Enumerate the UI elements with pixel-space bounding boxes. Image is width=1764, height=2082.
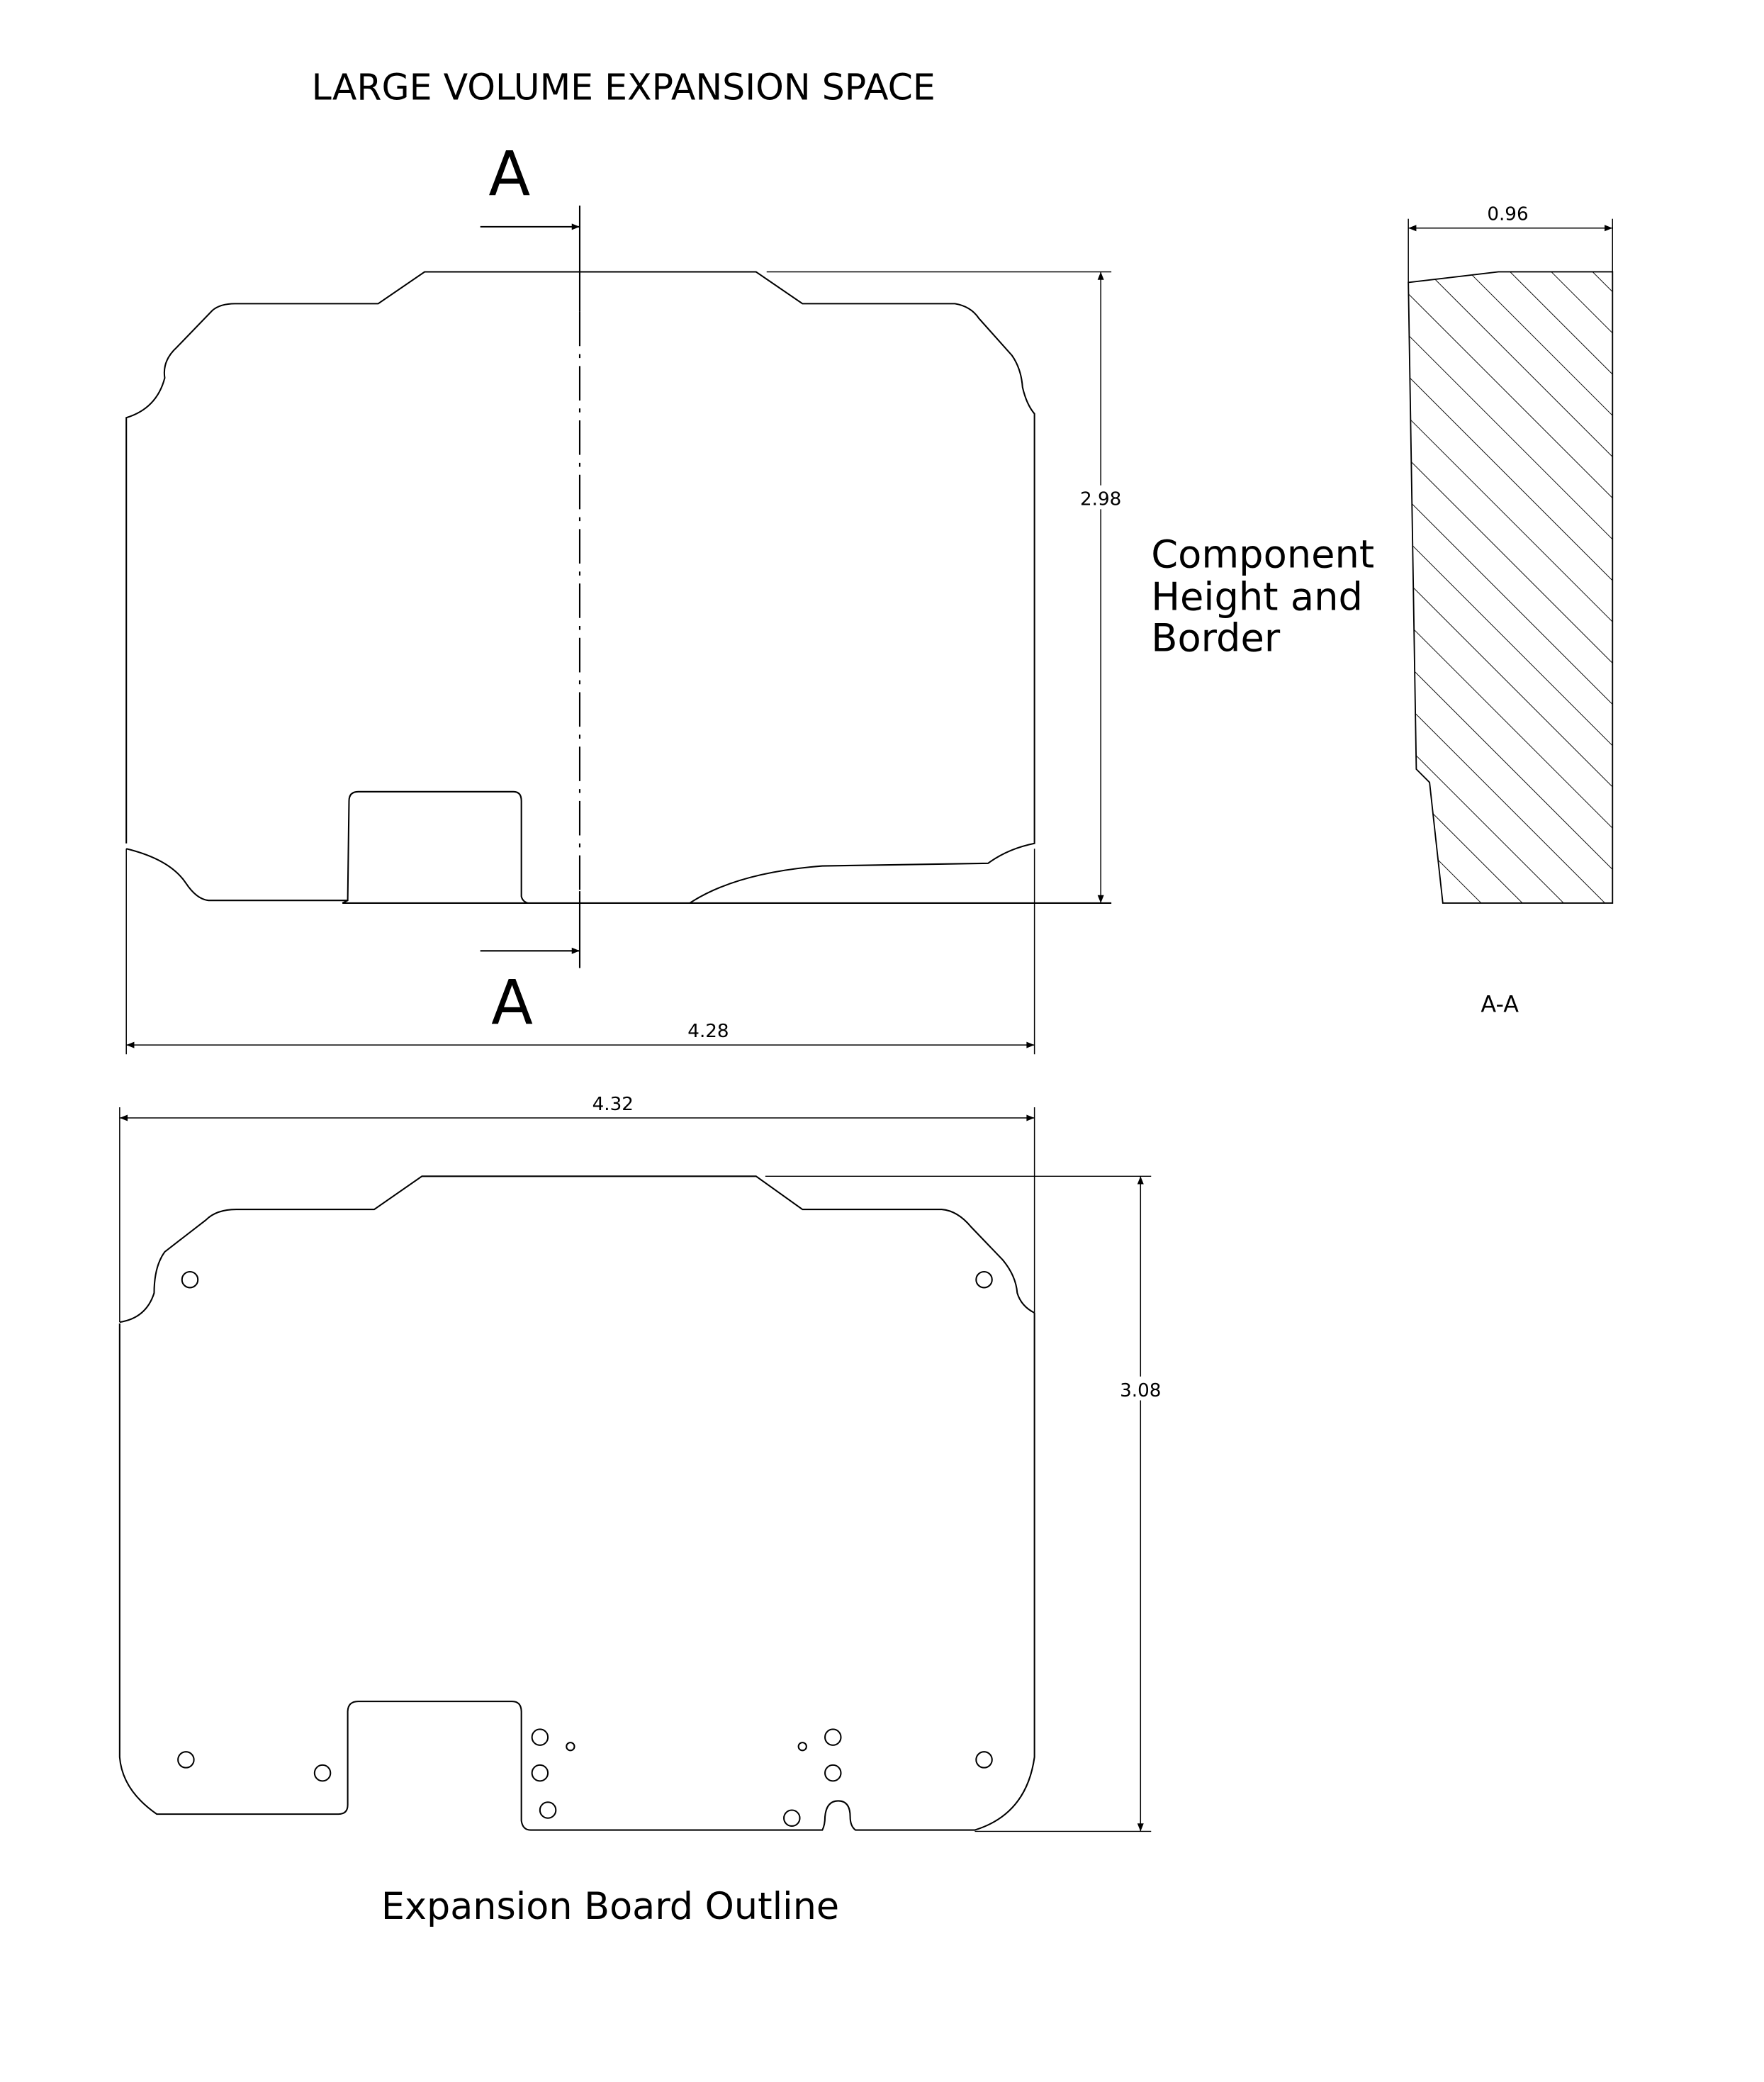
hole <box>539 1801 557 1819</box>
drawing-title: LARGE VOLUME EXPANSION SPACE <box>312 66 936 108</box>
hole <box>824 1764 842 1782</box>
connector-cutout <box>342 790 529 904</box>
hole <box>313 1764 332 1782</box>
hole <box>177 1751 195 1769</box>
component-note: Component Height and Border <box>1151 532 1374 661</box>
hole <box>783 1809 801 1827</box>
height-dimension-label: 2.98 <box>1080 489 1121 510</box>
height-dimension-board: 3.08 <box>1113 1176 1167 1832</box>
mounting-holes <box>177 1270 993 1827</box>
section-label-top: A <box>488 139 530 210</box>
width-dimension-top: 4.28 <box>125 849 1035 1055</box>
expansion-space-outline <box>125 271 1112 904</box>
section-label-bottom: A <box>491 968 533 1039</box>
hole <box>975 1270 993 1289</box>
component-note-line-1: Component <box>1151 532 1374 577</box>
hatched-section <box>1408 271 1614 904</box>
width-dimension-label: 4.28 <box>687 1021 729 1042</box>
section-line-a: A A <box>480 139 581 1039</box>
section-view-label: A-A <box>1481 991 1519 1017</box>
hole-small <box>797 1742 807 1752</box>
hole <box>975 1751 993 1769</box>
section-view-a-a: 0.96 A-A <box>1408 204 1614 1017</box>
board-height-label: 3.08 <box>1120 1380 1161 1401</box>
board-outline <box>118 1175 1152 1832</box>
section-width-label: 0.96 <box>1487 204 1528 225</box>
component-note-line-3: Border <box>1151 616 1281 661</box>
board-width-label: 4.32 <box>592 1094 634 1115</box>
hole <box>181 1270 199 1289</box>
component-note-line-2: Height and <box>1151 575 1363 620</box>
hole <box>824 1728 842 1746</box>
hole-small <box>566 1742 575 1752</box>
width-dimension-board: 4.32 <box>119 1094 1035 1323</box>
hole <box>531 1728 549 1746</box>
board-caption: Expansion Board Outline <box>381 1885 839 1928</box>
height-dimension-top: 2.98 <box>1074 272 1128 903</box>
hole <box>531 1764 549 1782</box>
